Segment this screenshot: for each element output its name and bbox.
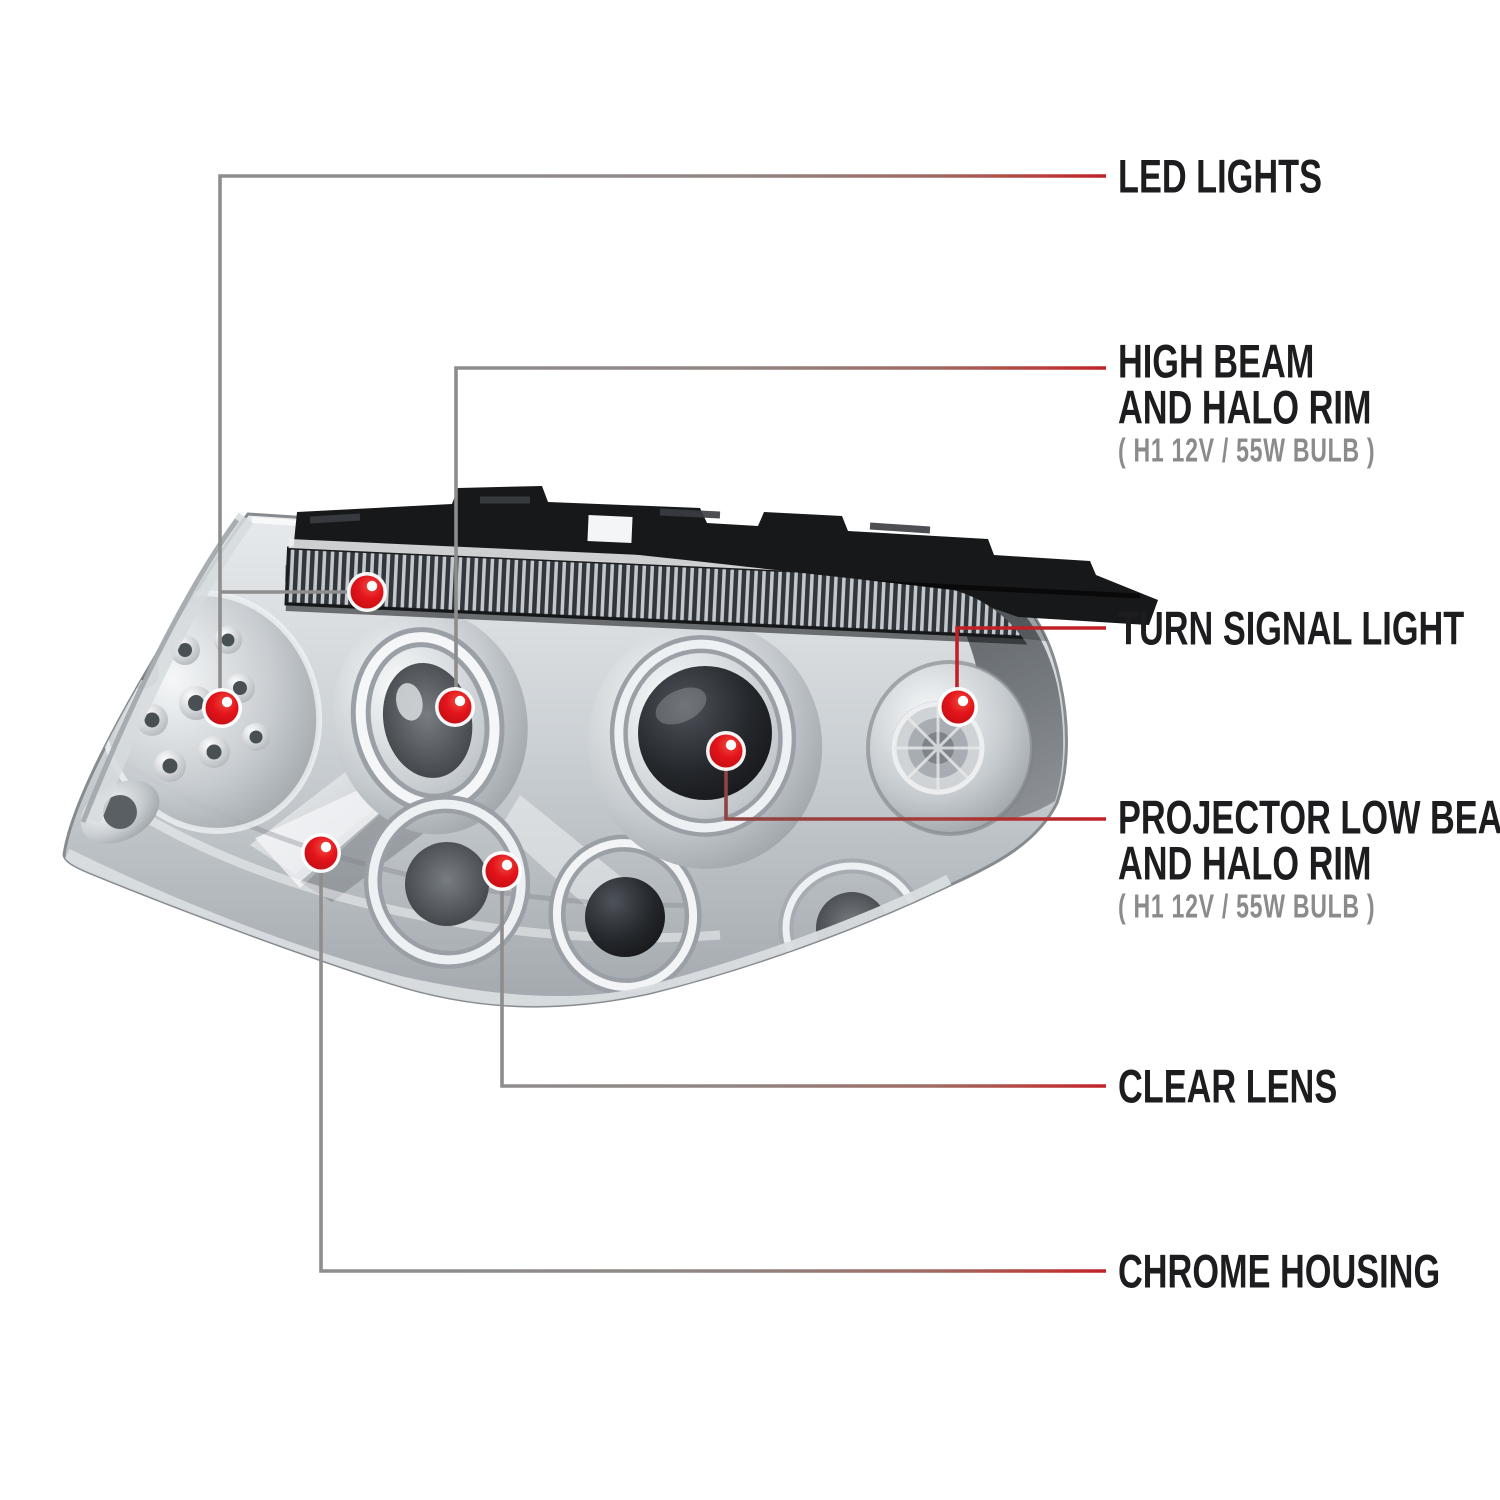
callout-line-led-lights <box>218 174 1106 708</box>
callout-label-high-beam-halo: AND HALO RIM <box>1118 380 1372 434</box>
callout-line-chrome-housing <box>319 854 1106 1273</box>
callout-dots-layer <box>202 572 978 891</box>
callout-dot-clear-lens <box>482 851 522 891</box>
turn-signal-lamp <box>866 660 1034 836</box>
callout-line-high-beam-halo <box>454 366 1106 706</box>
callout-line-projector-low-beam-halo <box>724 752 1106 821</box>
low-beam-projector <box>587 621 823 869</box>
callout-dot-projector-low-beam-halo <box>706 731 746 771</box>
callout-label-high-beam-halo: ( H1 12V / 55W BULB ) <box>1118 431 1376 469</box>
callout-dot-chrome-housing <box>301 833 341 873</box>
callout-line-turn-signal-light <box>955 626 1106 706</box>
callout-label-high-beam-halo: HIGH BEAM <box>1118 334 1315 388</box>
callout-label-projector-low-beam-halo: PROJECTOR LOW BEAM <box>1118 790 1500 844</box>
callout-dot-turn-signal-light <box>938 687 978 727</box>
callout-dot-led-lights <box>202 688 242 728</box>
callout-dot-high-beam-halo <box>435 687 475 727</box>
callout-line-clear-lens <box>500 872 1106 1088</box>
callout-label-led-lights: LED LIGHTS <box>1118 149 1322 203</box>
callout-label-projector-low-beam-halo: ( H1 12V / 55W BULB ) <box>1118 887 1376 925</box>
callout-label-chrome-housing: CHROME HOUSING <box>1118 1244 1441 1298</box>
callout-label-projector-low-beam-halo: AND HALO RIM <box>1118 836 1372 890</box>
high-beam-projector <box>332 609 528 835</box>
left-rim <box>83 512 254 824</box>
callout-dot-led-lights <box>347 572 387 612</box>
callout-lines-layer <box>218 174 1106 1273</box>
callout-label-clear-lens: CLEAR LENS <box>1118 1059 1338 1113</box>
callout-label-turn-signal-light: TURN SIGNAL LIGHT <box>1118 601 1465 655</box>
